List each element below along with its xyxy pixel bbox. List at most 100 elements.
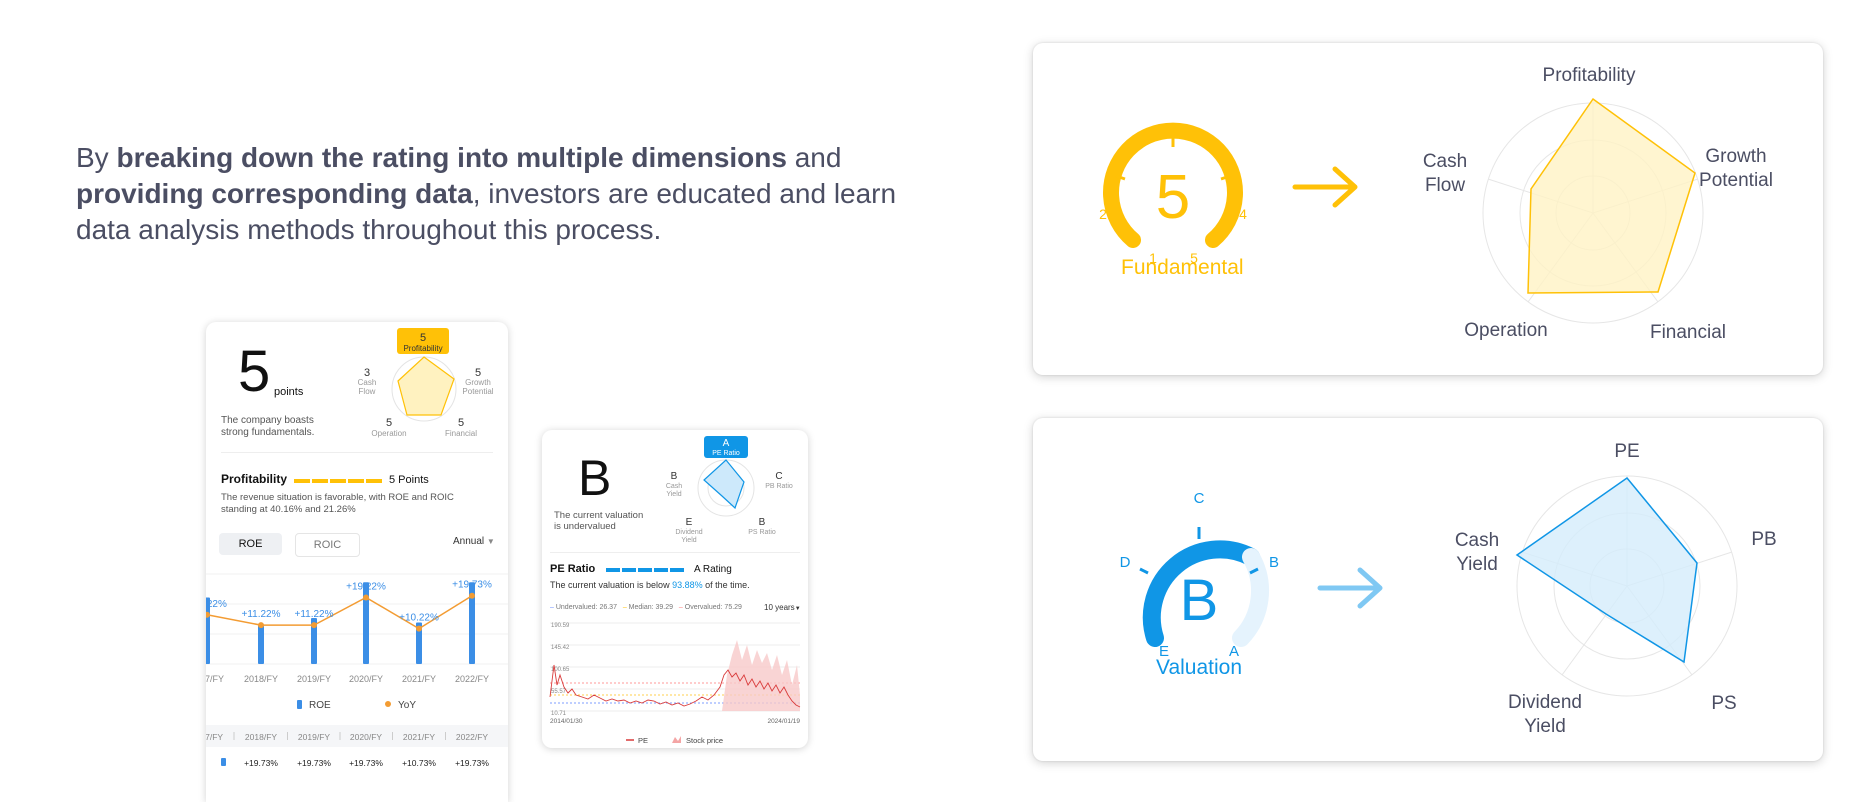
range-select[interactable]: 10 years▼ <box>764 603 801 612</box>
gauge-tick-5: 5 <box>1190 250 1198 266</box>
fundamental-label: Fundamental <box>1121 256 1244 279</box>
legend-roe-swatch <box>297 700 302 709</box>
table-roe-swatch <box>221 758 226 766</box>
table-header-cell: 2021/FY <box>403 732 435 742</box>
table-cell: +19.73% <box>455 758 489 768</box>
period-select[interactable]: Annual ▼ <box>453 536 495 547</box>
gauge-tick-d: D <box>1120 554 1131 571</box>
fundamental-card: 5 1 2 3 4 5 Fundamental Profitability Gr… <box>1033 43 1823 375</box>
radar-axis-dividend: Dividend <box>1508 692 1582 713</box>
fundamental-mini-radar: 5 Profitability 5 Growth Potential 5 Fin… <box>358 328 494 438</box>
table-header-cell: 2019/FY <box>298 732 330 742</box>
yoy-point <box>363 594 369 601</box>
fundamental-mini-radar-shape <box>397 356 455 416</box>
val-radar-bl-label-1: Dividend <box>675 529 702 536</box>
yoy-data-label: +10.22% <box>399 613 439 624</box>
pe-y-tick: 100.65 <box>551 667 570 673</box>
pe-rating-bar <box>606 568 684 572</box>
tab-roic[interactable]: ROIC <box>295 533 360 557</box>
valuation-gauge-grade: B <box>1180 568 1219 633</box>
valuation-radar: PE PB PS Dividend Yield Cash Yield <box>1455 441 1777 737</box>
mini-radar-right-label-1: Growth <box>465 378 491 387</box>
tab-roe[interactable]: ROE <box>219 533 282 555</box>
gauge-tick-2: 2 <box>1099 206 1107 222</box>
x-tick-label: 2017/FY <box>206 674 224 684</box>
yoy-point <box>206 611 210 618</box>
pe-y-tick: 55.57 <box>551 689 567 695</box>
val-radar-top-label: PE Ratio <box>712 450 740 457</box>
intro-bold-2: providing corresponding data <box>76 178 473 209</box>
fundamental-score: 5 <box>238 339 271 404</box>
profitability-title: Profitability <box>221 472 288 486</box>
radar-axis-ps: PS <box>1711 693 1736 714</box>
radar-axis-flow: Flow <box>1425 175 1465 196</box>
gauge-tick-1: 1 <box>1149 250 1157 266</box>
pe-date-end: 2024/01/19 <box>767 718 800 725</box>
val-radar-left-value: B <box>671 471 678 482</box>
yoy-data-label: +19.73% <box>452 580 492 591</box>
chevron-down-icon: ▼ <box>794 606 801 612</box>
mini-radar-top-value: 5 <box>420 332 426 344</box>
radar-axis-potential: Potential <box>1699 170 1773 191</box>
yoy-point <box>469 592 475 599</box>
radar-axis-cash-yield: Yield <box>1456 554 1498 575</box>
mini-radar-right-label-2: Potential <box>462 387 493 396</box>
val-radar-br-label: PS Ratio <box>748 529 776 536</box>
mini-radar-br-label: Financial <box>445 429 477 438</box>
yoy-data-label: +14.22% <box>206 599 227 610</box>
yoy-point <box>416 625 422 632</box>
roe-bar <box>258 625 264 664</box>
roe-bar <box>363 582 369 664</box>
profitability-description: The revenue situation is favorable, with… <box>221 492 454 515</box>
fundamental-radar: Profitability Growth Potential Financial… <box>1423 65 1773 343</box>
table-header-cell: 2018/FY <box>245 732 277 742</box>
gauge-tick-c: C <box>1194 490 1205 507</box>
radar-axis-yield: Yield <box>1524 716 1566 737</box>
valuation-grade: B <box>578 450 612 506</box>
radar-axis-pb: PB <box>1751 529 1776 550</box>
stock-price-area <box>722 640 800 711</box>
mini-radar-right-value: 5 <box>475 367 481 379</box>
legend-yoy-swatch <box>385 701 391 707</box>
gauge-tick-a: A <box>1229 643 1239 660</box>
roe-bar <box>416 622 422 664</box>
val-radar-right-label: PB Ratio <box>765 483 793 490</box>
valuation-label: Valuation <box>1156 656 1243 679</box>
table-header-bg <box>206 725 508 747</box>
val-radar-left-label-1: Cash <box>666 483 682 490</box>
profitability-rating-bar <box>294 479 384 483</box>
yoy-line <box>206 595 473 630</box>
valuation-gauge: B C D B E A <box>1120 490 1279 660</box>
chevron-down-icon: ▼ <box>486 537 495 546</box>
arrow-right-icon <box>1292 166 1358 208</box>
val-radar-top-value: A <box>723 438 730 449</box>
table-cell: +19.73% <box>349 758 383 768</box>
gauge-tick-4: 4 <box>1239 206 1247 222</box>
roe-bar <box>469 582 475 664</box>
x-tick-label: 2021/FY <box>402 674 436 684</box>
fundamental-radar-shape <box>1527 97 1696 294</box>
intro-bold-1: breaking down the rating into multiple d… <box>116 142 787 173</box>
mini-radar-bl-label: Operation <box>371 429 406 438</box>
fundamental-gauge: 5 1 2 3 4 5 <box>1099 120 1247 266</box>
fundamental-score-unit: points <box>274 386 304 398</box>
table-header-cell: 2022/FY <box>456 732 488 742</box>
mini-radar-br-value: 5 <box>458 417 464 429</box>
pe-date-start: 2014/01/30 <box>550 718 583 725</box>
pe-ratio-title: PE Ratio <box>550 563 596 575</box>
radar-axis-operation: Operation <box>1464 320 1547 341</box>
x-tick-label: 2022/FY <box>455 674 489 684</box>
pe-description: The current valuation is below 93.88% of… <box>550 580 750 590</box>
valuation-mini-radar: A PE Ratio C PB Ratio B PS Ratio E Divid… <box>666 436 793 544</box>
divider <box>550 552 800 553</box>
radar-axis-pe: PE <box>1614 441 1639 462</box>
valuation-mini-radar-shape <box>703 459 745 510</box>
radar-axis-financial: Financial <box>1650 322 1726 343</box>
gauge-tick-e: E <box>1159 643 1169 660</box>
table-header-cell: 2017/FY <box>206 732 223 742</box>
mini-radar-bl-value: 5 <box>386 417 392 429</box>
mini-radar-top-label: Profitability <box>403 344 442 353</box>
yoy-data-label: +11.22% <box>294 609 333 620</box>
